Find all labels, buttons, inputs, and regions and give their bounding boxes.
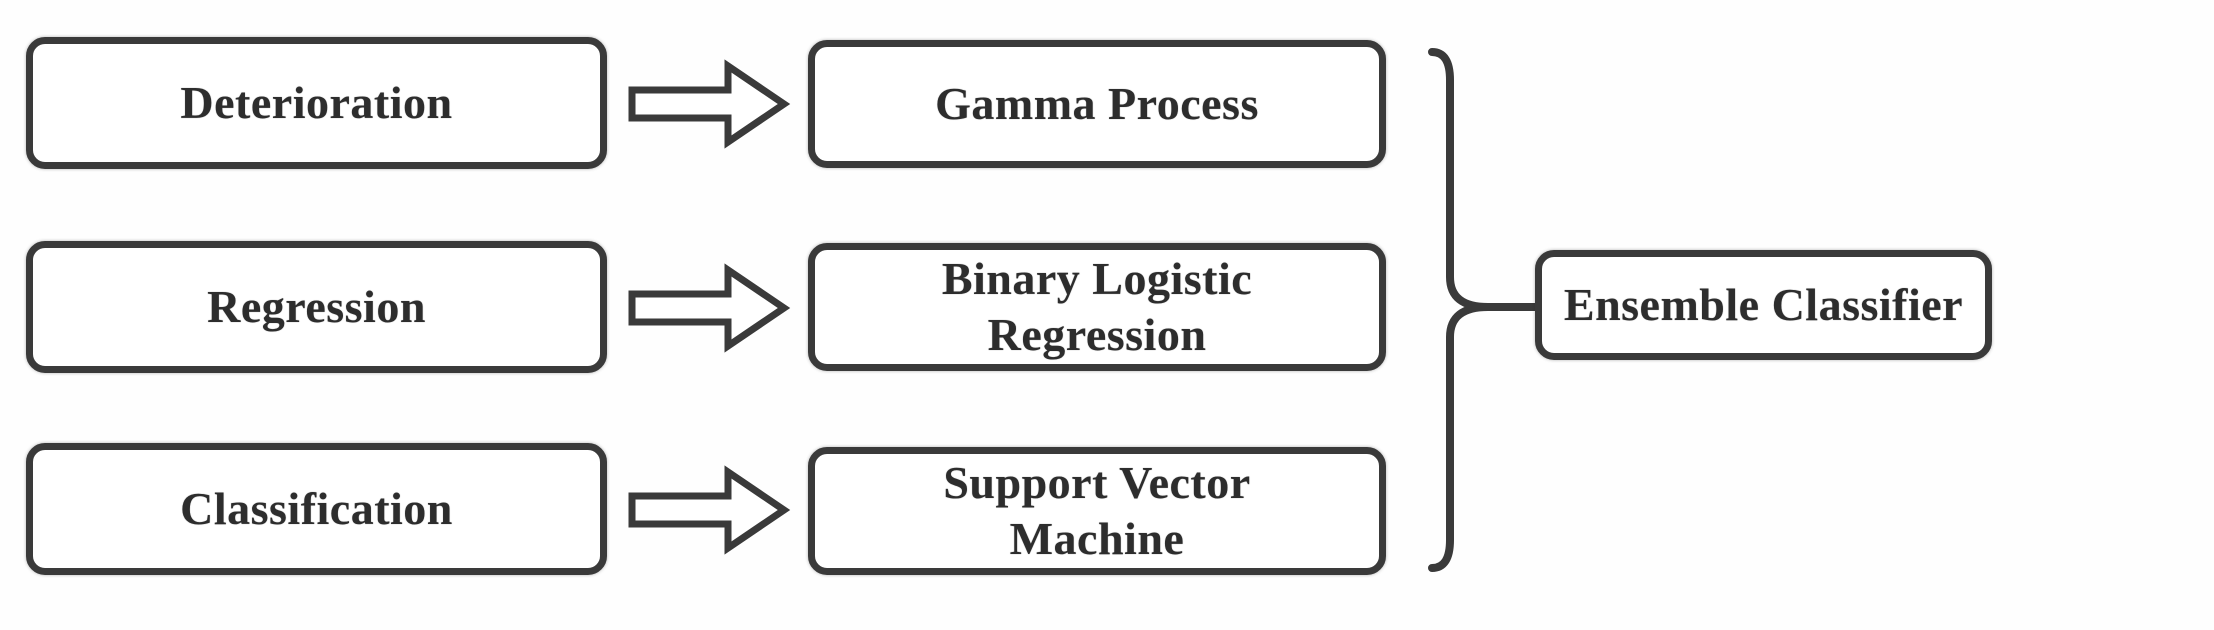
- model-label-gamma-process: Gamma Process: [935, 77, 1259, 129]
- input-box-deterioration: Deterioration: [26, 37, 607, 169]
- model-box-support-vector-machine: Support Vector Machine: [808, 447, 1386, 575]
- output-box-ensemble-classifier: Ensemble Classifier: [1535, 250, 1992, 360]
- model-label-binary-logistic-regression: Binary Logistic Regression: [941, 252, 1253, 360]
- right-curly-brace-icon: [1428, 48, 1541, 572]
- output-label-ensemble-classifier: Ensemble Classifier: [1563, 278, 1964, 330]
- input-box-classification: Classification: [26, 443, 607, 575]
- right-block-arrow-icon: [628, 465, 791, 555]
- input-label-regression: Regression: [207, 280, 426, 332]
- model-box-gamma-process: Gamma Process: [808, 40, 1386, 168]
- input-box-regression: Regression: [26, 241, 607, 373]
- input-label-deterioration: Deterioration: [180, 76, 453, 128]
- right-block-arrow-icon: [628, 59, 791, 149]
- model-box-binary-logistic-regression: Binary Logistic Regression: [808, 243, 1386, 371]
- right-block-arrow-icon: [628, 263, 791, 353]
- input-label-classification: Classification: [180, 482, 453, 534]
- model-label-support-vector-machine: Support Vector Machine: [943, 456, 1251, 564]
